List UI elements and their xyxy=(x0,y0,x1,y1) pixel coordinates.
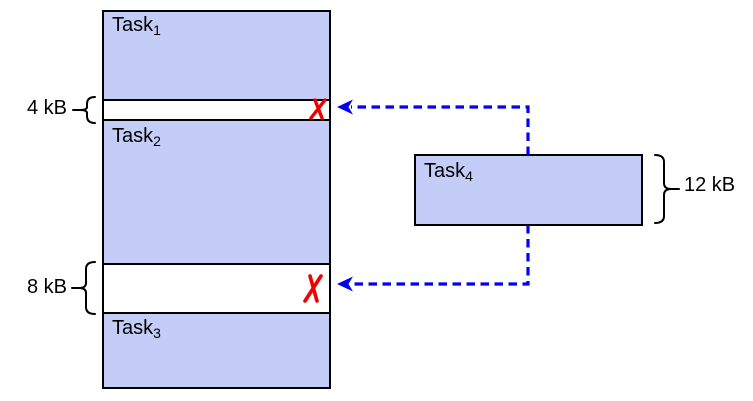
reject-x-gap2-icon xyxy=(303,274,323,303)
reject-x-gap1-icon xyxy=(309,98,327,120)
task3-label: Task3 xyxy=(112,317,161,341)
gap1-size-label: 4 kB xyxy=(26,97,67,119)
brace-12kb-icon xyxy=(654,154,680,224)
task2-segment xyxy=(102,119,331,265)
task3-segment xyxy=(102,312,331,389)
arrow-to-gap2-icon xyxy=(337,225,530,292)
arrowhead-gap2-icon xyxy=(337,276,353,292)
brace-4kb-icon xyxy=(72,96,96,124)
task2-label: Task2 xyxy=(112,125,161,149)
arrowhead-gap1-icon xyxy=(337,99,353,115)
task4-size-label: 12 kB xyxy=(684,174,736,196)
task4-label: Task4 xyxy=(424,160,473,184)
brace-8kb-icon xyxy=(71,261,96,315)
task1-segment xyxy=(102,10,331,101)
task1-label: Task1 xyxy=(112,14,161,38)
arrow-to-gap1-icon xyxy=(337,99,530,155)
gap2-size-label: 8 kB xyxy=(26,276,67,298)
